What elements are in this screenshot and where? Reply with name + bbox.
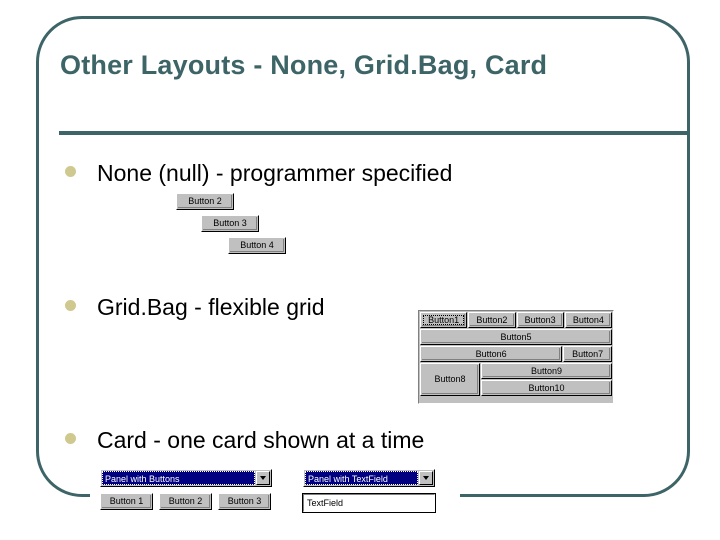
gridbag-button-5[interactable]: Button5: [420, 329, 612, 345]
gridbag-button-4-label: Button4: [572, 314, 604, 325]
card-layout-demo-image-textfield: Panel with TextField TextField: [302, 469, 436, 516]
title-divider-rule: [59, 131, 687, 135]
gridbag-button-7[interactable]: Button7: [563, 346, 612, 362]
gridbag-button-10[interactable]: Button10: [481, 380, 612, 396]
gridbag-button-6[interactable]: Button6: [420, 346, 563, 362]
gridbag-button-9-label: Button9: [530, 365, 563, 376]
none-demo-button-2[interactable]: Button 2: [176, 193, 234, 210]
gridbag-row-2: Button5: [420, 329, 612, 345]
bullet-marker-icon: [65, 166, 76, 177]
bullet-label-gridbag: Grid.Bag - flexible grid: [97, 294, 325, 320]
bullet-item-card: Card - one card shown at a time: [65, 427, 424, 453]
gridbag-button-2-label: Button2: [476, 314, 508, 325]
card-panel-selector-left[interactable]: Panel with Buttons: [100, 469, 272, 487]
card-layout-demo-image-buttons: Panel with Buttons Button 1 Button 2 But…: [100, 469, 272, 516]
gridbag-row-1: Button1 Button2 Button3 Button4: [420, 312, 612, 328]
title-block: Other Layouts - None, Grid.Bag, Card: [60, 50, 660, 81]
gridbag-button-10-label: Button10: [528, 382, 565, 393]
gridbag-button-2[interactable]: Button2: [468, 312, 516, 328]
gridbag-button-1-label: Button1: [428, 314, 460, 325]
bullet-label-none: None (null) - programmer specified: [97, 160, 453, 186]
gridbag-button-4[interactable]: Button4: [564, 312, 612, 328]
card-button-3-label: Button 3: [227, 496, 262, 506]
card-button-2-label: Button 2: [168, 496, 203, 506]
gridbag-button-7-label: Button7: [572, 348, 604, 359]
gridbag-button-3-label: Button3: [524, 314, 556, 325]
chevron-down-glyph: [260, 476, 266, 480]
none-demo-button-3[interactable]: Button 3: [201, 215, 259, 232]
gridbag-layout-demo-image: Button1 Button2 Button3 Button4 Button5 …: [418, 310, 614, 404]
none-layout-demo-image: Button 2 Button 3 Button 4: [176, 193, 292, 256]
card-panel-selector-right-value: Panel with TextField: [305, 471, 418, 485]
none-demo-button-4-label: Button 4: [240, 240, 274, 250]
gridbag-row-3: Button6 Button7: [420, 346, 612, 362]
chevron-down-icon[interactable]: [256, 471, 270, 485]
none-demo-button-2-label: Button 2: [188, 196, 222, 206]
bullet-marker-icon: [65, 433, 76, 444]
gridbag-button-8[interactable]: Button8: [420, 363, 480, 396]
card-panel-selector-right[interactable]: Panel with TextField: [303, 469, 435, 487]
gridbag-button-5-label: Button5: [500, 331, 532, 342]
chevron-down-icon[interactable]: [419, 471, 433, 485]
card-button-3[interactable]: Button 3: [218, 493, 271, 510]
gridbag-button-1[interactable]: Button1: [420, 312, 468, 328]
slide-border-frame: [36, 16, 690, 497]
card-left-button-row: Button 1 Button 2 Button 3: [100, 493, 272, 510]
bullet-item-none: None (null) - programmer specified: [65, 160, 452, 186]
card-panel-selector-left-value: Panel with Buttons: [102, 471, 255, 485]
page-title: Other Layouts - None, Grid.Bag, Card: [60, 50, 548, 80]
card-textfield-input[interactable]: TextField: [302, 493, 436, 513]
gridbag-button-6-label: Button6: [475, 348, 507, 359]
bullet-item-gridbag: Grid.Bag - flexible grid: [65, 294, 325, 320]
gridbag-right-stack: Button9 Button10: [481, 363, 612, 396]
bullet-label-card: Card - one card shown at a time: [97, 427, 425, 453]
gridbag-row-4: Button8 Button9 Button10: [420, 363, 612, 396]
gridbag-button-3[interactable]: Button3: [516, 312, 564, 328]
card-button-1[interactable]: Button 1: [100, 493, 153, 510]
none-demo-button-3-label: Button 3: [213, 218, 247, 228]
gridbag-button-9[interactable]: Button9: [481, 363, 612, 379]
chevron-down-glyph: [423, 476, 429, 480]
bullet-marker-icon: [65, 300, 76, 311]
gridbag-button-8-label: Button8: [434, 374, 466, 384]
card-button-2[interactable]: Button 2: [159, 493, 212, 510]
none-demo-button-4[interactable]: Button 4: [228, 237, 286, 254]
card-button-1-label: Button 1: [109, 496, 144, 506]
